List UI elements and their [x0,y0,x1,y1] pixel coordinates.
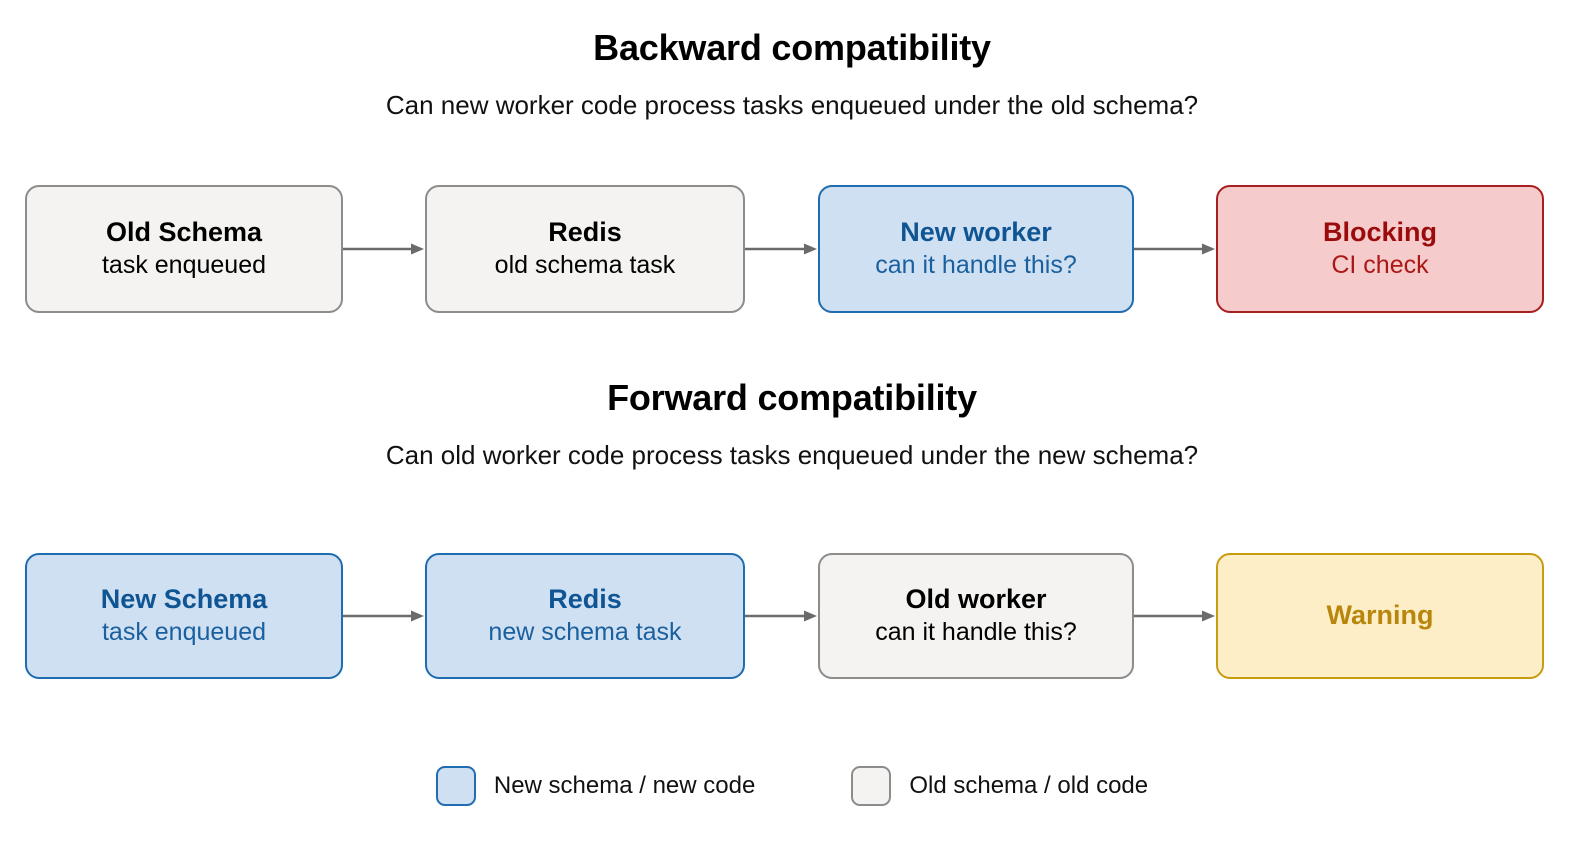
node-old-schema: Old Schema task enqueued [25,185,343,313]
node-new-schema: New Schema task enqueued [25,553,343,679]
legend-label: Old schema / old code [909,772,1149,799]
node-warning: Warning [1216,553,1544,679]
node-redis-new: Redis new schema task [425,553,745,679]
legend-label: New schema / new code [493,772,756,799]
node-old-worker: Old worker can it handle this? [818,553,1134,679]
section-title-backward: Backward compatibility [593,27,991,68]
node-title: New worker [900,217,1052,248]
node-redis-old: Redis old schema task [425,185,745,313]
node-blocking-ci-check: Blocking CI check [1216,185,1544,313]
section-subtitle-forward: Can old worker code process tasks enqueu… [385,440,1199,470]
arrow-right-icon [1134,609,1216,623]
legend-swatch-neutral [851,766,892,806]
node-title: Old worker [905,584,1047,615]
node-title: Blocking [1322,217,1437,248]
arrow-right-icon [745,242,818,256]
node-title: Old Schema [105,217,263,248]
node-subtitle: CI check [1331,251,1429,280]
node-subtitle: task enqueued [101,618,267,647]
legend: New schema / new code Old schema / old c… [0,766,1584,806]
node-subtitle: task enqueued [101,251,267,280]
arrow-right-icon [745,609,818,623]
node-title: Warning [1326,600,1434,631]
legend-swatch-blue [435,766,476,806]
legend-item-old: Old schema / old code [851,766,1148,806]
node-new-worker: New worker can it handle this? [818,185,1134,313]
arrow-right-icon [343,242,425,256]
node-title: Redis [548,217,622,248]
node-subtitle: can it handle this? [875,251,1077,280]
node-subtitle: can it handle this? [875,618,1077,647]
node-title: Redis [548,584,622,615]
node-title: New Schema [100,584,268,615]
node-subtitle: new schema task [488,618,682,647]
section-subtitle-backward: Can new worker code process tasks enqueu… [385,90,1199,120]
arrow-right-icon [343,609,425,623]
node-subtitle: old schema task [494,251,676,280]
legend-item-new: New schema / new code [435,766,756,806]
section-title-forward: Forward compatibility [607,377,977,418]
arrow-right-icon [1134,242,1216,256]
